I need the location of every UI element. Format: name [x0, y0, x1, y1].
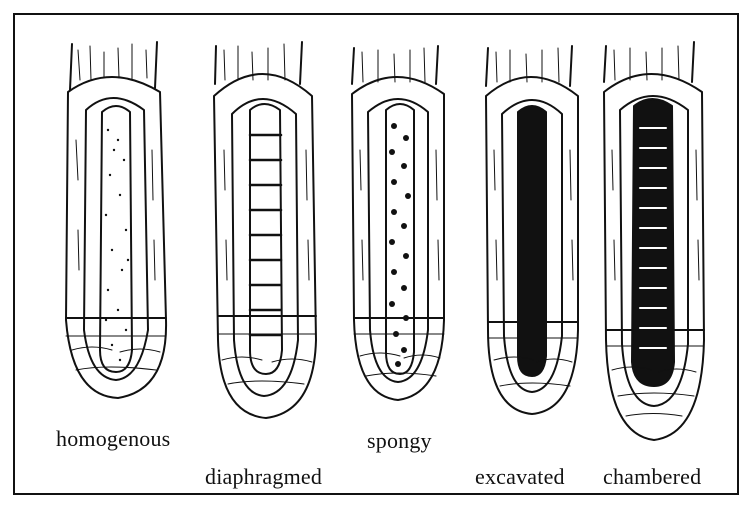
- label-homogenous: homogenous: [56, 426, 170, 452]
- pith-excavated: [518, 106, 546, 376]
- label-diaphragmed: diaphragmed: [205, 464, 322, 490]
- pith-chambered: [632, 99, 674, 386]
- label-spongy: spongy: [367, 428, 432, 454]
- label-chambered: chambered: [603, 464, 701, 490]
- pith-spongy: [389, 123, 411, 367]
- pith-diaphragms: [250, 135, 281, 335]
- stem-excavated: [486, 46, 578, 414]
- stem-spongy: [352, 46, 444, 400]
- stem-homogenous: [66, 42, 166, 398]
- label-excavated: excavated: [475, 464, 565, 490]
- stem-diaphragmed: [214, 42, 316, 418]
- pith-homogenous: [105, 129, 129, 361]
- stem-chambered: [604, 42, 704, 440]
